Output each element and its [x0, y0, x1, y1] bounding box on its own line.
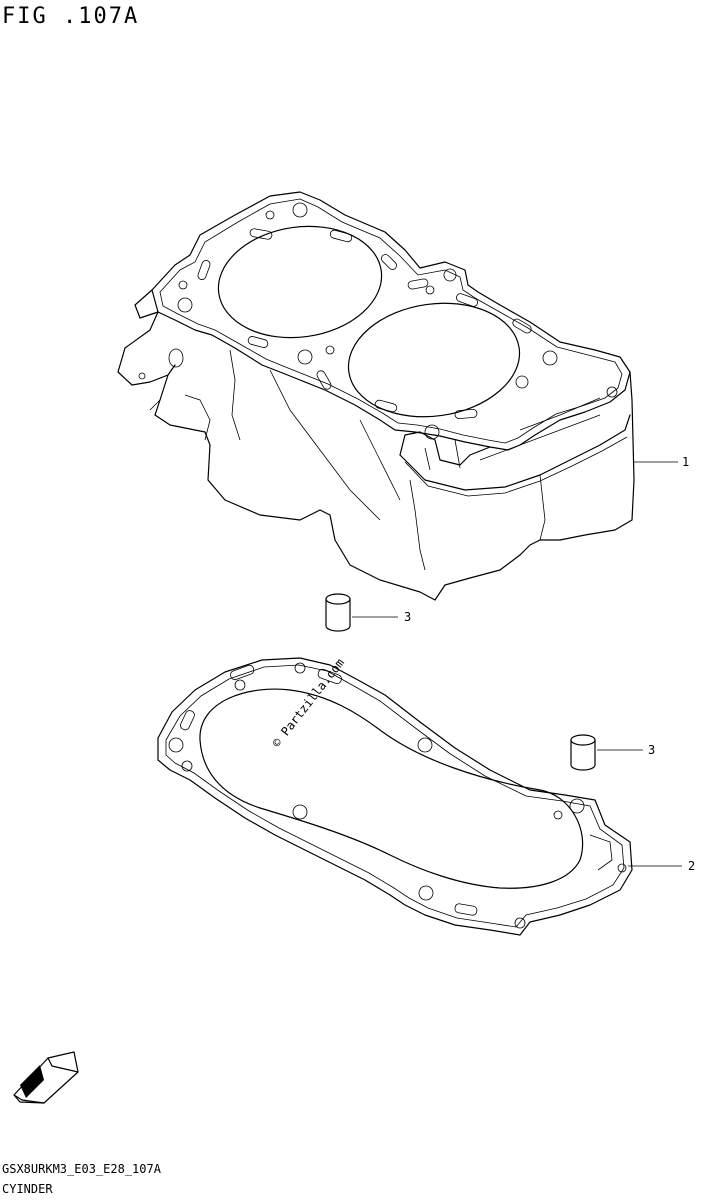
figure-code: GSX8URKM3_E03_E28_107A	[2, 1162, 161, 1176]
cylinder-block[interactable]	[117, 191, 635, 601]
figure-title: FIG .107A	[2, 4, 140, 29]
dowel-pin-upper[interactable]	[325, 593, 351, 632]
callout-label-3a: 3	[404, 610, 411, 624]
cylinder-gasket[interactable]	[157, 657, 633, 936]
dowel-pin-lower[interactable]	[570, 734, 596, 771]
fwd-arrow-icon: FWD	[13, 1051, 79, 1104]
callout-label-3b: 3	[648, 743, 655, 757]
figure-name: CYINDER	[2, 1182, 53, 1196]
callout-label-2: 2	[688, 859, 695, 873]
callout-label-1: 1	[682, 455, 689, 469]
